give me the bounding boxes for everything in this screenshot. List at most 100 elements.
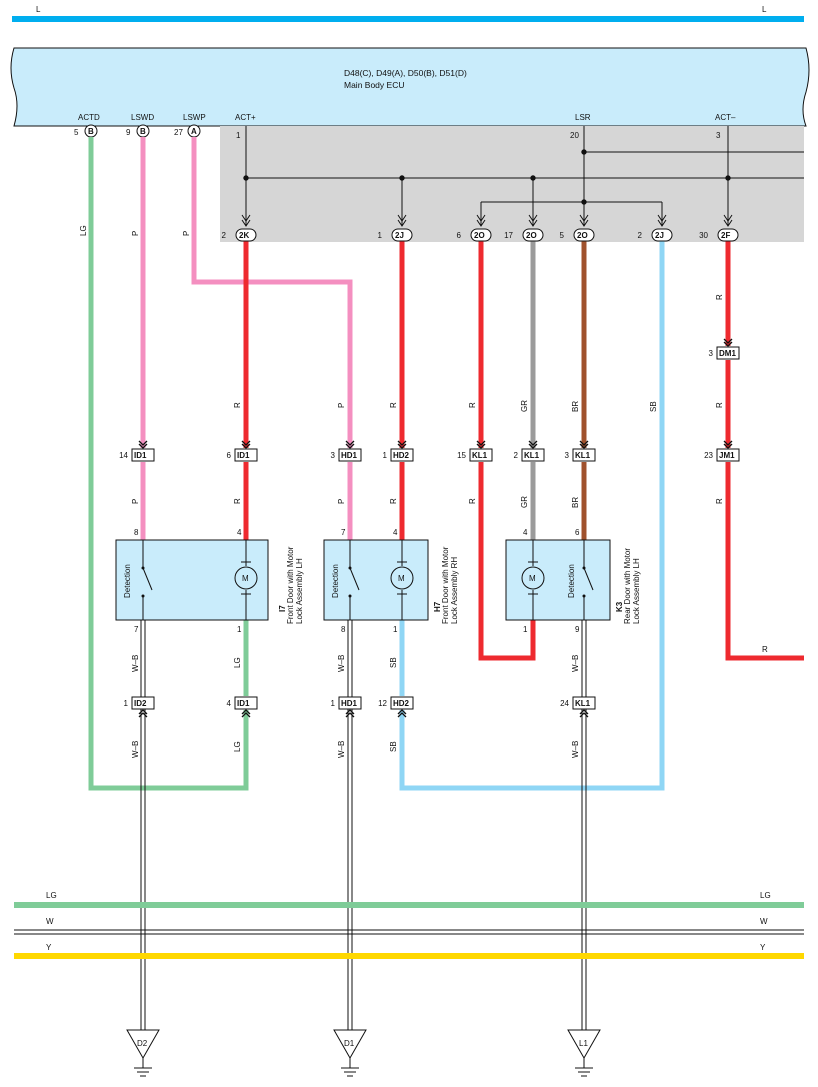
internal-wiring <box>243 126 804 226</box>
svg-text:20: 20 <box>570 131 579 140</box>
svg-text:SB: SB <box>649 401 658 412</box>
svg-text:BR: BR <box>571 401 580 412</box>
ecu-pins: 5 B 9 B 27 A 1 20 3 <box>74 124 721 140</box>
svg-text:Y: Y <box>760 943 766 952</box>
term-actplus: ACT+ <box>235 113 256 122</box>
grounds <box>126 1029 601 1077</box>
ecu-title: D48(C), D49(A), D50(B), D51(D) <box>344 68 467 78</box>
svg-text:3: 3 <box>709 349 714 358</box>
svg-text:14: 14 <box>119 451 128 460</box>
svg-text:27: 27 <box>174 128 183 137</box>
svg-text:R: R <box>389 402 398 408</box>
svg-text:W–B: W–B <box>337 655 346 672</box>
svg-text:B: B <box>140 127 146 136</box>
svg-text:W–B: W–B <box>337 741 346 758</box>
svg-text:B: B <box>88 127 94 136</box>
connector-hd2: HD2 12 <box>378 696 414 718</box>
svg-text:5: 5 <box>560 231 565 240</box>
svg-text:4: 4 <box>393 528 398 537</box>
svg-text:H7: H7 <box>433 601 442 612</box>
component-h7: Detection M 7 4 8 1 H7 Front Door with M… <box>323 528 459 634</box>
svg-text:LG: LG <box>79 225 88 236</box>
svg-text:15: 15 <box>457 451 466 460</box>
svg-text:KL1: KL1 <box>575 699 591 708</box>
svg-text:ID1: ID1 <box>237 451 250 460</box>
wb-wires <box>140 620 587 1030</box>
svg-text:Y: Y <box>46 943 52 952</box>
svg-text:HD1: HD1 <box>341 699 358 708</box>
connector-hd1: HD1 1 <box>331 696 362 718</box>
svg-text:6: 6 <box>457 231 462 240</box>
svg-text:4: 4 <box>237 528 242 537</box>
svg-text:2: 2 <box>638 231 643 240</box>
svg-text:2K: 2K <box>239 231 249 240</box>
svg-text:P: P <box>131 231 140 236</box>
svg-text:D1: D1 <box>344 1039 355 1048</box>
term-lswd: LSWD <box>131 113 154 122</box>
svg-text:2F: 2F <box>721 231 730 240</box>
svg-text:JM1: JM1 <box>719 451 735 460</box>
svg-text:9: 9 <box>575 625 580 634</box>
svg-text:R: R <box>468 498 477 504</box>
svg-text:LG: LG <box>760 891 771 900</box>
svg-text:1: 1 <box>124 699 129 708</box>
junction-connector-2j: 2J1 <box>378 228 413 242</box>
svg-text:LG: LG <box>46 891 57 900</box>
top-bus-L: L L <box>12 5 804 22</box>
svg-text:W–B: W–B <box>131 655 140 672</box>
svg-text:2: 2 <box>222 231 227 240</box>
svg-text:ID2: ID2 <box>134 699 147 708</box>
main-body-ecu: D48(C), D49(A), D50(B), D51(D) Main Body… <box>10 47 810 127</box>
svg-text:1: 1 <box>331 699 336 708</box>
svg-text:L: L <box>762 5 767 14</box>
wire-labels: LG P P R P R R GR BR SB R R P R P R R GR… <box>79 225 768 758</box>
svg-text:LG: LG <box>233 657 242 668</box>
svg-text:P: P <box>337 499 346 504</box>
svg-text:HD2: HD2 <box>393 451 410 460</box>
svg-text:8: 8 <box>341 625 346 634</box>
term-lsr: LSR <box>575 113 591 122</box>
svg-text:Lock Assembly RH: Lock Assembly RH <box>450 557 459 624</box>
svg-text:R: R <box>715 402 724 408</box>
svg-text:R: R <box>389 498 398 504</box>
svg-text:L: L <box>36 5 41 14</box>
svg-text:W–B: W–B <box>571 655 580 672</box>
svg-text:R: R <box>715 294 724 300</box>
junction-connector-2f: 2F 30 <box>699 228 739 242</box>
svg-text:K3: K3 <box>615 601 624 612</box>
svg-text:Lock Assembly LH: Lock Assembly LH <box>632 558 641 624</box>
svg-text:1: 1 <box>523 625 528 634</box>
svg-text:I7: I7 <box>278 605 287 612</box>
svg-text:4: 4 <box>523 528 528 537</box>
svg-text:9: 9 <box>126 128 131 137</box>
svg-text:12: 12 <box>378 699 387 708</box>
svg-text:HD2: HD2 <box>393 699 410 708</box>
svg-text:2O: 2O <box>577 231 588 240</box>
junction-block-panel <box>220 126 804 242</box>
svg-text:7: 7 <box>134 625 139 634</box>
svg-text:17: 17 <box>504 231 513 240</box>
svg-text:30: 30 <box>699 231 708 240</box>
svg-text:HD1: HD1 <box>341 451 358 460</box>
bottom-buses: LG LG W W Y Y <box>14 891 804 959</box>
svg-text:1: 1 <box>383 451 388 460</box>
colored-wires <box>88 137 804 791</box>
svg-text:GR: GR <box>520 400 529 412</box>
svg-text:2: 2 <box>514 451 519 460</box>
svg-text:1: 1 <box>393 625 398 634</box>
svg-text:A: A <box>191 127 197 136</box>
svg-text:R: R <box>233 402 242 408</box>
svg-text:GR: GR <box>520 496 529 508</box>
svg-text:DM1: DM1 <box>719 349 736 358</box>
svg-text:R: R <box>762 645 768 654</box>
ground-labels: D2 D1 L1 <box>137 1039 588 1048</box>
junction-connector-2k: 2K 2 <box>222 228 257 242</box>
